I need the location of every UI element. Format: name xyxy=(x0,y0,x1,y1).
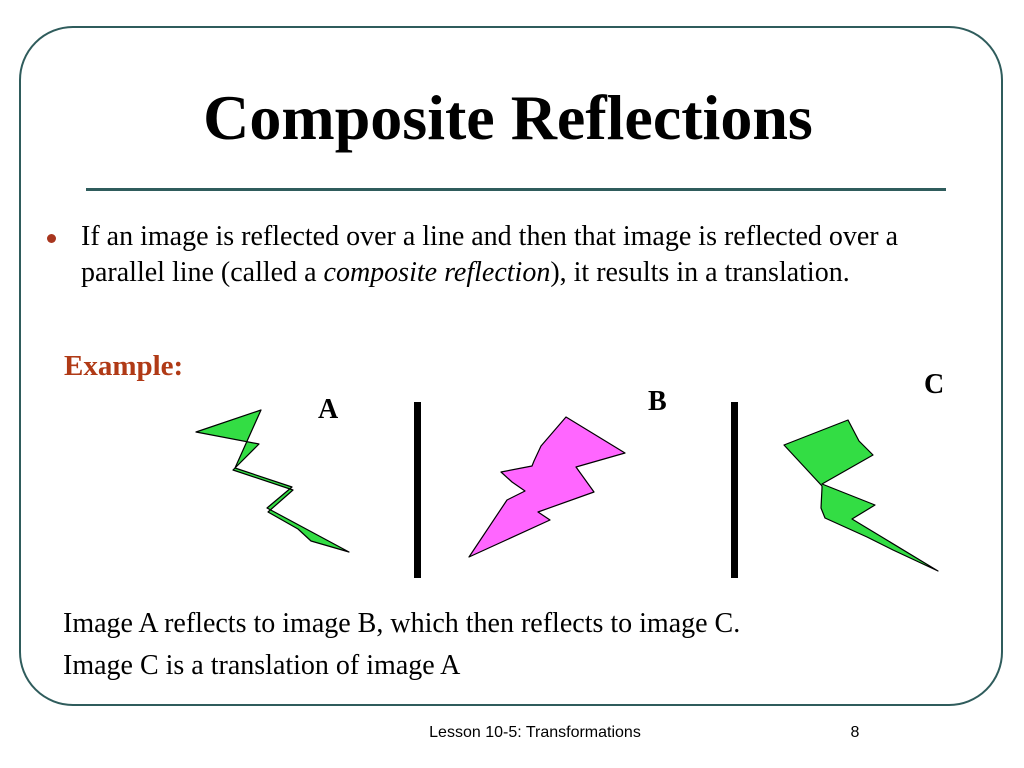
figure-label-b: B xyxy=(648,386,667,417)
lightning-bolt-icon-b xyxy=(468,416,626,558)
bullet-text-before: If an image is reflected over a line and… xyxy=(81,221,899,288)
slide-frame xyxy=(19,26,1003,706)
bullet-emphasis: composite reflection xyxy=(323,257,551,288)
page-number: 8 xyxy=(850,724,860,741)
slide-footer: Lesson 10-5: Transformations xyxy=(429,724,641,741)
lightning-bolt-icon-c xyxy=(783,419,939,572)
lightning-bolt-icon-a xyxy=(195,409,350,553)
slide-title: Composite Reflections xyxy=(203,82,813,153)
bullet-dot-icon xyxy=(47,234,56,243)
caption-line: Image C is a translation of image A xyxy=(63,650,461,681)
figure-label-a: A xyxy=(318,394,339,425)
caption-line: Image A reflects to image B, which then … xyxy=(63,608,741,639)
mirror-line-2 xyxy=(731,402,738,578)
bullet-text: If an image is reflected over a line and… xyxy=(81,219,951,291)
figure-label-c: C xyxy=(924,369,945,400)
title-divider xyxy=(86,188,946,191)
example-label: Example: xyxy=(64,350,184,382)
mirror-line-1 xyxy=(414,402,421,578)
bullet-text-after: ), it results in a translation. xyxy=(550,257,850,288)
